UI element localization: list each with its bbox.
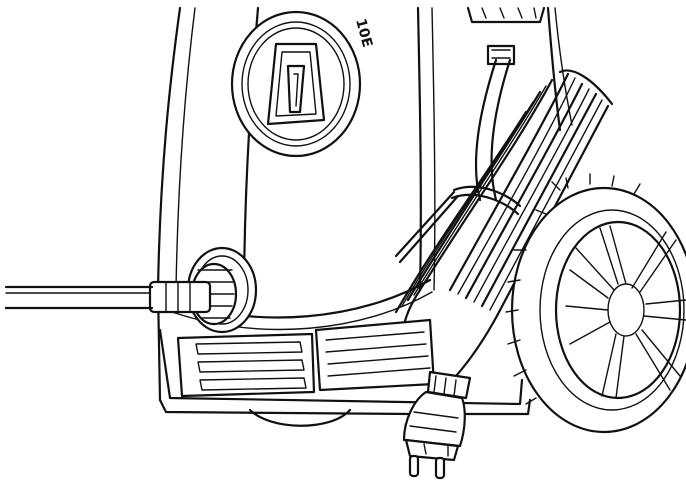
rear-wheel: [505, 173, 686, 434]
hose-connector: [148, 246, 258, 334]
plug-pin-right: [434, 456, 446, 480]
knob-marking: 10E: [352, 17, 375, 49]
power-plug: [402, 370, 472, 480]
pressure-knob[interactable]: [230, 10, 362, 158]
plug-pin-left: [408, 454, 420, 478]
hose-line: [4, 285, 154, 310]
chassis-base: [158, 318, 532, 427]
cable-tie: [394, 185, 522, 264]
handle-bracket: [466, 6, 546, 66]
